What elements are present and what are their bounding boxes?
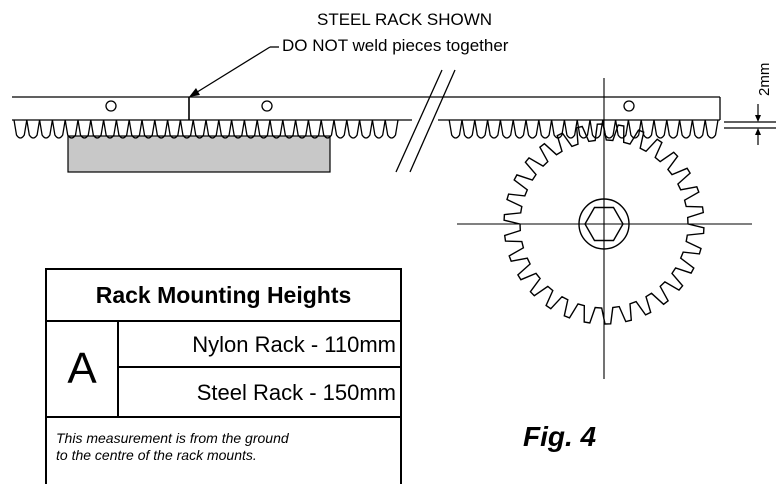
dimension-arrow-down [755,115,761,122]
table-title: Rack Mounting Heights [47,270,400,322]
gear-hex-hub [584,206,624,242]
dimension-label: 2mm [756,62,773,96]
table-note-line2: to the centre of the rack mounts. [56,447,257,463]
table-note-line1: This measurement is from the ground [56,430,289,446]
table-row-steel: Steel Rack - 150mm [196,380,396,405]
callout-leader [193,46,279,95]
mounting-hole [261,100,273,112]
rack-teeth [13,119,719,139]
callout-title: STEEL RACK SHOWN [317,10,493,29]
rack-break-marks [395,69,456,173]
rack-mounting-holes [105,100,635,112]
gear-centre-lines [457,78,752,379]
table-letter: A [47,322,119,416]
table-row-nylon: Nylon Rack - 110mm [119,322,400,368]
nylon-rack-piece [67,135,331,173]
rack-heights-table: Rack Mounting Heights A Nylon Rack - 110… [45,268,402,484]
dimension-arrow-up [755,128,761,135]
mounting-hole [105,100,117,112]
steel-rack-body [12,96,721,121]
gear-hub-circle [578,198,630,250]
table-note: This measurement is from the ground to t… [47,416,400,464]
figure-label: Fig. 4 [523,421,597,452]
dimension-2mm [724,104,776,145]
mounting-hole [623,100,635,112]
callout-warning: DO NOT weld pieces together [282,36,509,55]
rack-teeth-outline [13,119,719,139]
callout-arrowhead [189,88,200,97]
